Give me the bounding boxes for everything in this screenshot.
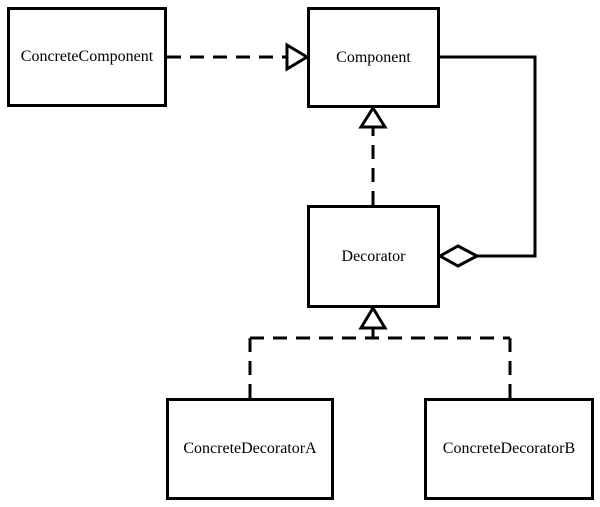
component-box: Component	[307, 7, 440, 108]
concrete-component-label: ConcreteComponent	[20, 48, 154, 65]
concrete-component-box: ConcreteComponent	[7, 7, 167, 107]
component-label: Component	[336, 48, 411, 66]
decorator-box: Decorator	[307, 205, 440, 308]
concrete-decorator-a-label: ConcreteDecoratorA	[183, 440, 317, 457]
decorator-label: Decorator	[341, 247, 406, 265]
realization-arrowhead-component-bottom	[358, 105, 388, 129]
concrete-decorator-a-box: ConcreteDecoratorA	[166, 398, 334, 500]
realization-arrowhead-decorator-bottom	[358, 305, 388, 330]
aggregation-line	[440, 55, 537, 258]
aggregation-diamond	[436, 244, 481, 268]
concrete-decorator-b-box: ConcreteDecoratorB	[424, 398, 594, 500]
concrete-decorator-b-label: ConcreteDecoratorB	[442, 440, 576, 457]
realization-arrowhead-component-left	[285, 42, 310, 72]
